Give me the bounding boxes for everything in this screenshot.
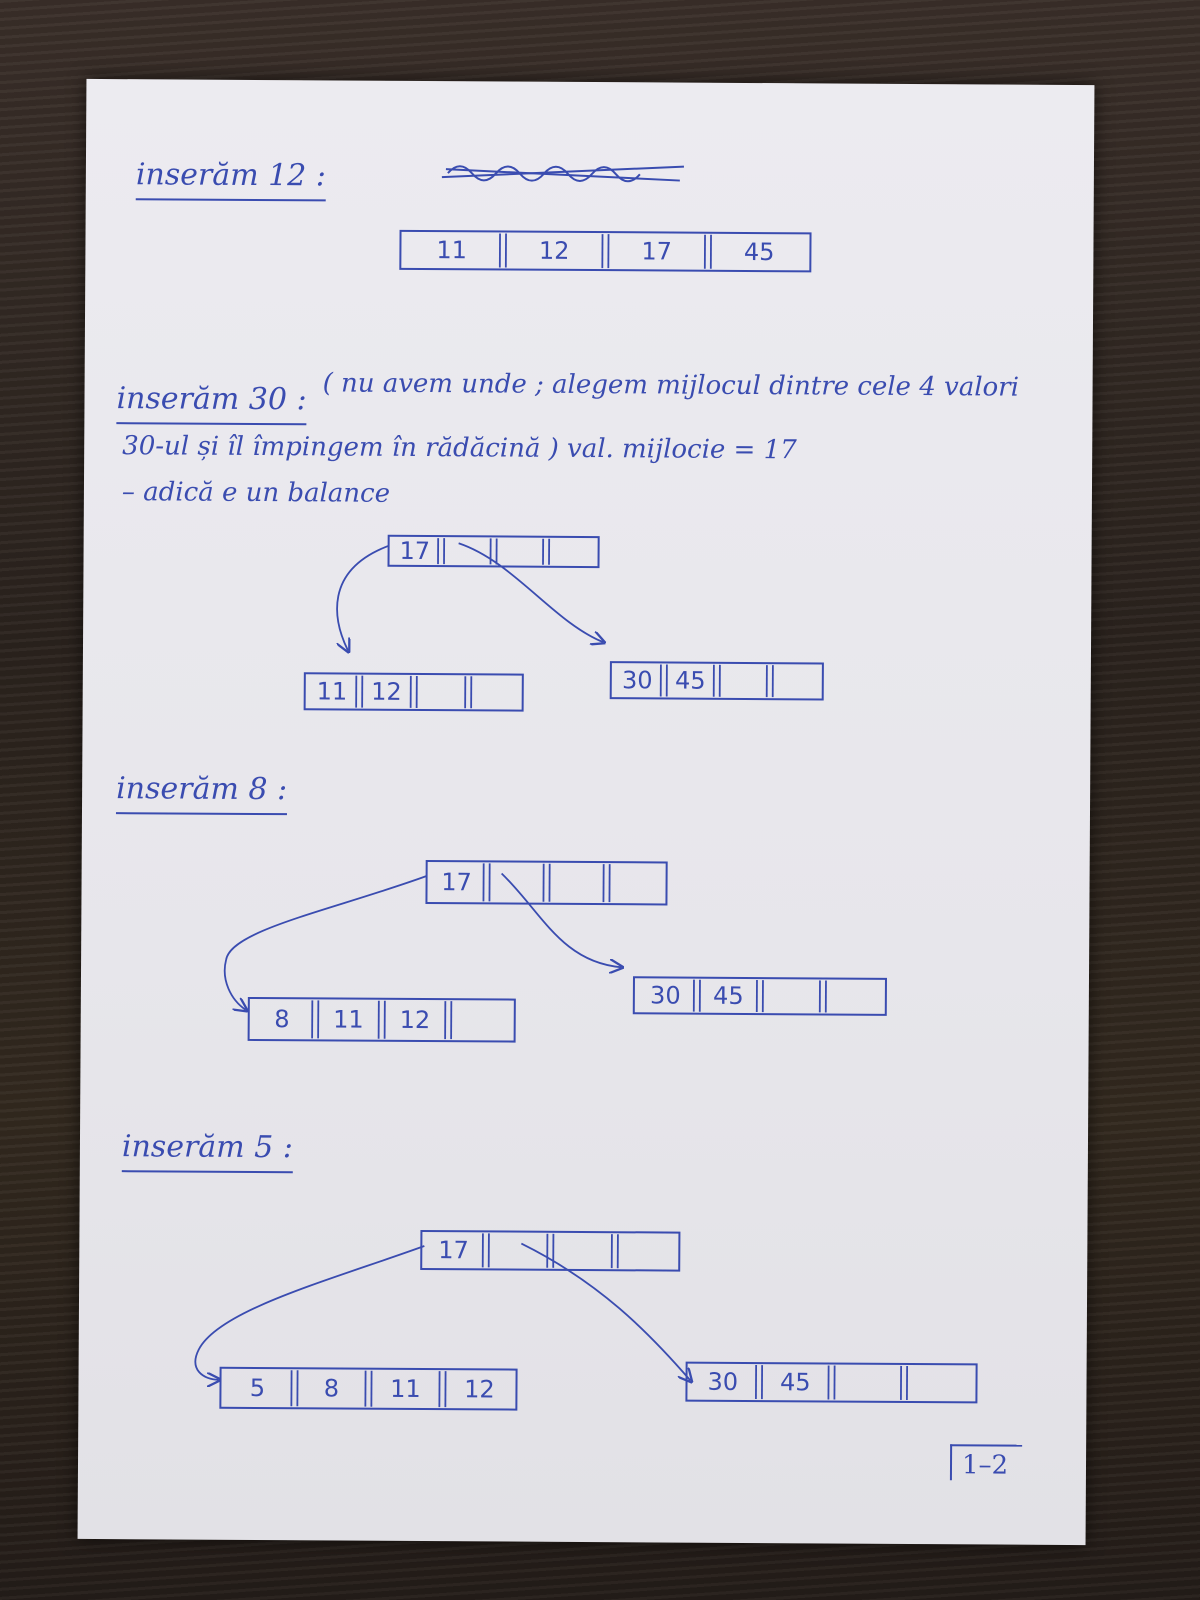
node-outline: [387, 534, 600, 569]
btree-diagrams: 11 12 17 45 17 11 12 30 45 17 8 11 12 30 45 17 5 8 11 12 30 4…: [194, 165, 978, 1411]
node-outline: [219, 1366, 518, 1411]
node-key: 8: [274, 1005, 289, 1033]
node-key: 12: [464, 1375, 495, 1403]
node-key: 5: [250, 1374, 265, 1402]
btree-node-step3-left: 8 11 12: [247, 996, 516, 1043]
btree-node-step3-right: 30 45: [632, 976, 887, 1016]
connectors-step-4: [194, 1242, 691, 1383]
node-outline: [609, 661, 824, 701]
btree-nodes: 11 12 17 45 17 11 12 30 45 17 8 11 12 30 45 17 5 8 11 12 30 4…: [219, 229, 978, 1411]
node-key: 30: [622, 666, 653, 694]
btree-node-step3-root: 17: [425, 860, 668, 906]
node-key: 30: [650, 981, 681, 1009]
btree-node-step2-root: 17: [387, 534, 600, 569]
node-outline: [399, 229, 812, 273]
node-key: 11: [333, 1005, 364, 1033]
node-key: 45: [744, 238, 775, 266]
node-key: 12: [539, 237, 570, 265]
connectors-step-3: [223, 872, 621, 1012]
node-key: 17: [441, 868, 472, 896]
node-outline: [247, 996, 516, 1043]
node-outline: [632, 976, 887, 1016]
node-outline: [303, 672, 524, 712]
node-outline: [685, 1361, 978, 1404]
btree-node-step1-node: 11 12 17 45: [399, 229, 812, 273]
node-key: 11: [390, 1375, 421, 1403]
btree-node-step4-right: 30 45: [685, 1361, 978, 1404]
node-key: 17: [641, 237, 672, 265]
btree-node-step2-left: 11 12: [303, 672, 524, 712]
node-key: 11: [436, 236, 467, 264]
connectors-step-2: [336, 542, 604, 652]
btree-node-step2-right: 30 45: [609, 661, 824, 701]
crossed-out-scribble: [441, 165, 684, 183]
node-key: 12: [371, 678, 402, 706]
node-key: 45: [675, 667, 706, 695]
node-key: 17: [438, 1236, 469, 1264]
btree-node-step4-root: 17: [420, 1229, 681, 1272]
node-outline: [420, 1229, 681, 1272]
btree-node-step4-left: 5 8 11 12: [219, 1366, 518, 1411]
node-key: 11: [317, 677, 348, 705]
node-key: 45: [780, 1368, 811, 1396]
node-outline: [425, 860, 668, 906]
paper-sheet: inserăm 12 : inserăm 30 : ( nu avem unde…: [77, 78, 1095, 1546]
node-key: 8: [324, 1374, 339, 1402]
node-key: 17: [399, 537, 430, 565]
node-key: 12: [400, 1006, 431, 1034]
node-key: 30: [707, 1368, 738, 1396]
node-key: 45: [713, 982, 744, 1010]
